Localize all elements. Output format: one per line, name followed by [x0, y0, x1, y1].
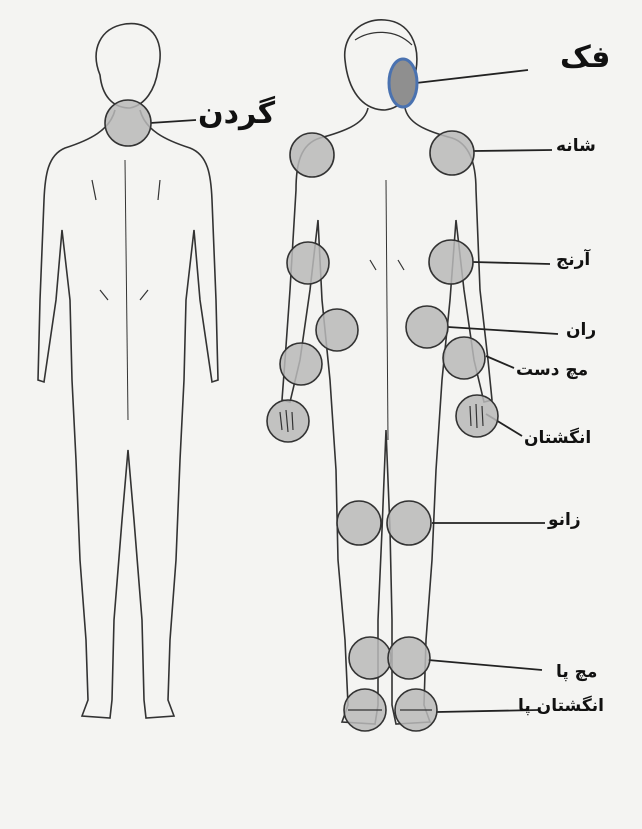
right-knee-joint-marker	[387, 501, 431, 545]
left-wrist-joint-marker	[280, 343, 322, 385]
wrist-label: مچ دست	[516, 360, 588, 380]
right-wrist-joint-marker	[443, 337, 485, 379]
knee-label: زانو	[548, 510, 581, 530]
jaw-leader-line	[416, 70, 528, 83]
neck-joint-marker	[105, 100, 151, 146]
jaw-label: فک	[560, 40, 610, 75]
right-ankle-joint-marker	[388, 637, 430, 679]
toes-label: انگشتان پا	[518, 696, 604, 716]
left-hip-joint-marker	[316, 309, 358, 351]
left-fingers-joint-marker	[267, 400, 309, 442]
left-knee-joint-marker	[337, 501, 381, 545]
fingers-label: انگشتان	[524, 428, 591, 448]
ankle-leader-line	[428, 660, 542, 670]
shoulder-leader-line	[474, 150, 552, 151]
right-hip-joint-marker	[406, 306, 448, 348]
neck-label: گردن	[198, 96, 275, 131]
elbow-label: آرنج	[556, 250, 590, 270]
wrist-leader-line	[486, 356, 514, 368]
back-head-outline	[96, 24, 160, 108]
hip-label: ران	[566, 320, 596, 340]
elbow-leader-line	[473, 262, 550, 264]
left-shoulder-joint-marker	[290, 133, 334, 177]
jaw-joint-marker	[389, 59, 417, 107]
ankle-label: مچ پا	[556, 662, 597, 682]
left-ankle-joint-marker	[349, 637, 391, 679]
neck-leader-line	[150, 120, 196, 123]
hip-leader-line	[448, 327, 558, 334]
left-elbow-joint-marker	[287, 242, 329, 284]
right-elbow-joint-marker	[429, 240, 473, 284]
right-shoulder-joint-marker	[430, 131, 474, 175]
shoulder-label: شانه	[556, 136, 596, 156]
leader-lines	[150, 70, 558, 712]
